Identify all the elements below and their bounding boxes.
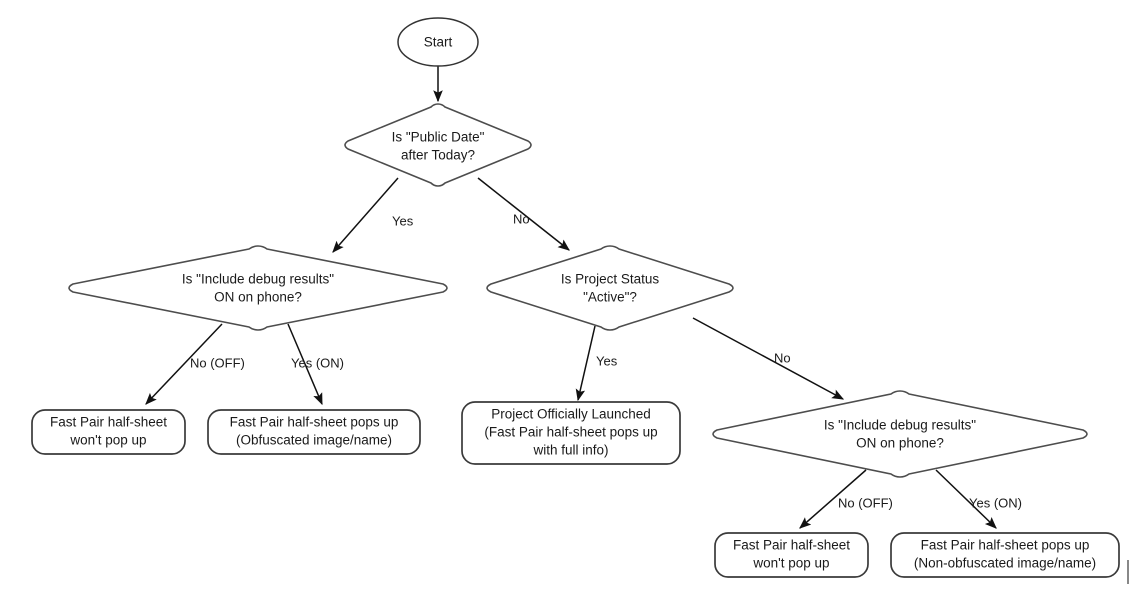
edge-label-debug-left-on: Yes (ON) [291, 355, 344, 370]
terminal-right-on-shape [890, 532, 1120, 578]
terminal-right-on-line2: (Non-obfuscated image/name) [914, 556, 1096, 571]
debug-left-line1: Is "Include debug results" [182, 272, 334, 287]
terminal-launched-shape [461, 401, 681, 465]
edge-project-status-yes [575, 325, 596, 402]
node-decision-debug-left: Is "Include debug results" ON on phone? [68, 245, 448, 331]
edge-label-debug-right-off: No (OFF) [838, 495, 893, 510]
debug-left-line2: ON on phone? [214, 290, 302, 305]
edge-label-public-date-yes: Yes [392, 213, 414, 228]
terminal-launched-line1: Project Officially Launched [491, 407, 651, 422]
start-label: Start [424, 35, 453, 50]
edge-label-project-status-no: No [774, 350, 791, 365]
terminal-left-off-line2: won't pop up [69, 433, 146, 448]
terminal-right-on-line1: Fast Pair half-sheet pops up [921, 538, 1090, 553]
terminal-left-on-line2: (Obfuscated image/name) [236, 433, 392, 448]
edge-label-debug-left-off: No (OFF) [190, 355, 245, 370]
node-terminal-launched: Project Officially Launched (Fast Pair h… [461, 401, 681, 465]
terminal-right-off-shape [714, 532, 869, 578]
public-date-line2: after Today? [401, 148, 475, 163]
terminal-launched-line2: (Fast Pair half-sheet pops up [484, 425, 657, 440]
edge-debug-right-off [799, 469, 867, 529]
terminal-left-on-line1: Fast Pair half-sheet pops up [230, 415, 399, 430]
edge-project-status-no [692, 317, 845, 400]
project-status-line2: "Active"? [583, 290, 637, 305]
debug-right-line2: ON on phone? [856, 436, 944, 451]
edges-layer [145, 66, 997, 529]
terminal-left-off-shape [31, 409, 186, 455]
edge-label-public-date-no: No [513, 211, 530, 226]
edge-labels-layer: Yes No No (OFF) Yes (ON) Yes No No (OFF)… [190, 211, 1022, 510]
start-ellipse-shape [397, 17, 479, 67]
edge-public-date-no [477, 177, 570, 251]
project-status-diamond-shape [486, 245, 734, 331]
terminal-left-off-line1: Fast Pair half-sheet [50, 415, 167, 430]
node-decision-public-date: Is "Public Date" after Today? [344, 103, 532, 187]
node-terminal-left-off: Fast Pair half-sheet won't pop up [31, 409, 186, 455]
debug-right-diamond-shape [712, 390, 1088, 478]
edge-debug-left-off [145, 323, 223, 405]
terminal-launched-line3: with full info) [532, 443, 608, 458]
edge-debug-left-on [287, 323, 323, 406]
project-status-line1: Is Project Status [561, 272, 660, 287]
edge-public-date-yes [332, 177, 399, 253]
debug-right-line1: Is "Include debug results" [824, 418, 976, 433]
node-terminal-right-on: Fast Pair half-sheet pops up (Non-obfusc… [890, 532, 1120, 578]
node-decision-debug-right: Is "Include debug results" ON on phone? [712, 390, 1088, 478]
node-terminal-right-off: Fast Pair half-sheet won't pop up [714, 532, 869, 578]
node-decision-project-status: Is Project Status "Active"? [486, 245, 734, 331]
node-terminal-left-on: Fast Pair half-sheet pops up (Obfuscated… [207, 409, 421, 455]
terminal-left-on-shape [207, 409, 421, 455]
public-date-line1: Is "Public Date" [392, 130, 485, 145]
node-start: Start [397, 17, 479, 67]
edge-label-debug-right-on: Yes (ON) [969, 495, 1022, 510]
terminal-right-off-line1: Fast Pair half-sheet [733, 538, 850, 553]
edge-debug-right-on [935, 469, 997, 529]
public-date-diamond-shape [344, 103, 532, 187]
edge-label-project-status-yes: Yes [596, 353, 618, 368]
debug-left-diamond-shape [68, 245, 448, 331]
terminal-right-off-line2: won't pop up [752, 556, 829, 571]
